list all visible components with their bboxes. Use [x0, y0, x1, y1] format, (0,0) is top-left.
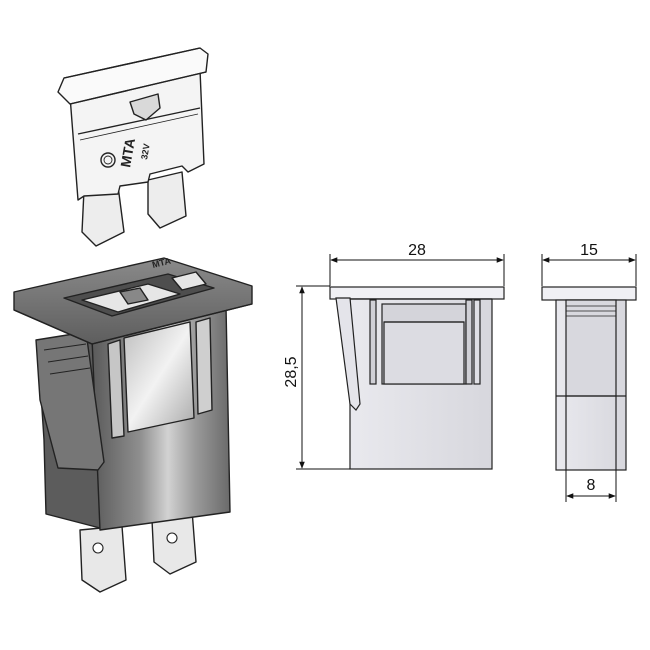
front-width-dimension [329, 254, 505, 286]
front-height-label: 28,5 [283, 356, 300, 387]
fuse-window [129, 93, 161, 121]
side-width-label: 15 [580, 242, 598, 259]
holder-logo: MTA [151, 256, 172, 270]
side-elevation [541, 286, 637, 471]
front-height-dimension [296, 285, 350, 470]
side-flange [541, 286, 637, 301]
holder-terminal-left [79, 525, 127, 593]
fuse-terminal-right [147, 171, 187, 229]
fuse-voltage: 32V [139, 143, 152, 161]
terminal-gap-label: 8 [587, 477, 596, 494]
fuse-holder [13, 257, 253, 593]
front-flange [329, 286, 505, 300]
front-width-label: 28 [408, 242, 426, 259]
fuse-hole [100, 152, 116, 168]
side-width-dimension [541, 254, 637, 286]
holder-front-slot [123, 321, 195, 433]
fuse-logo: MTA [117, 137, 138, 169]
front-latch [335, 297, 361, 411]
terminal-gap-dimension [565, 470, 617, 502]
front-elevation [329, 286, 505, 470]
fuse-body [69, 69, 205, 201]
blade-fuse [57, 47, 209, 247]
